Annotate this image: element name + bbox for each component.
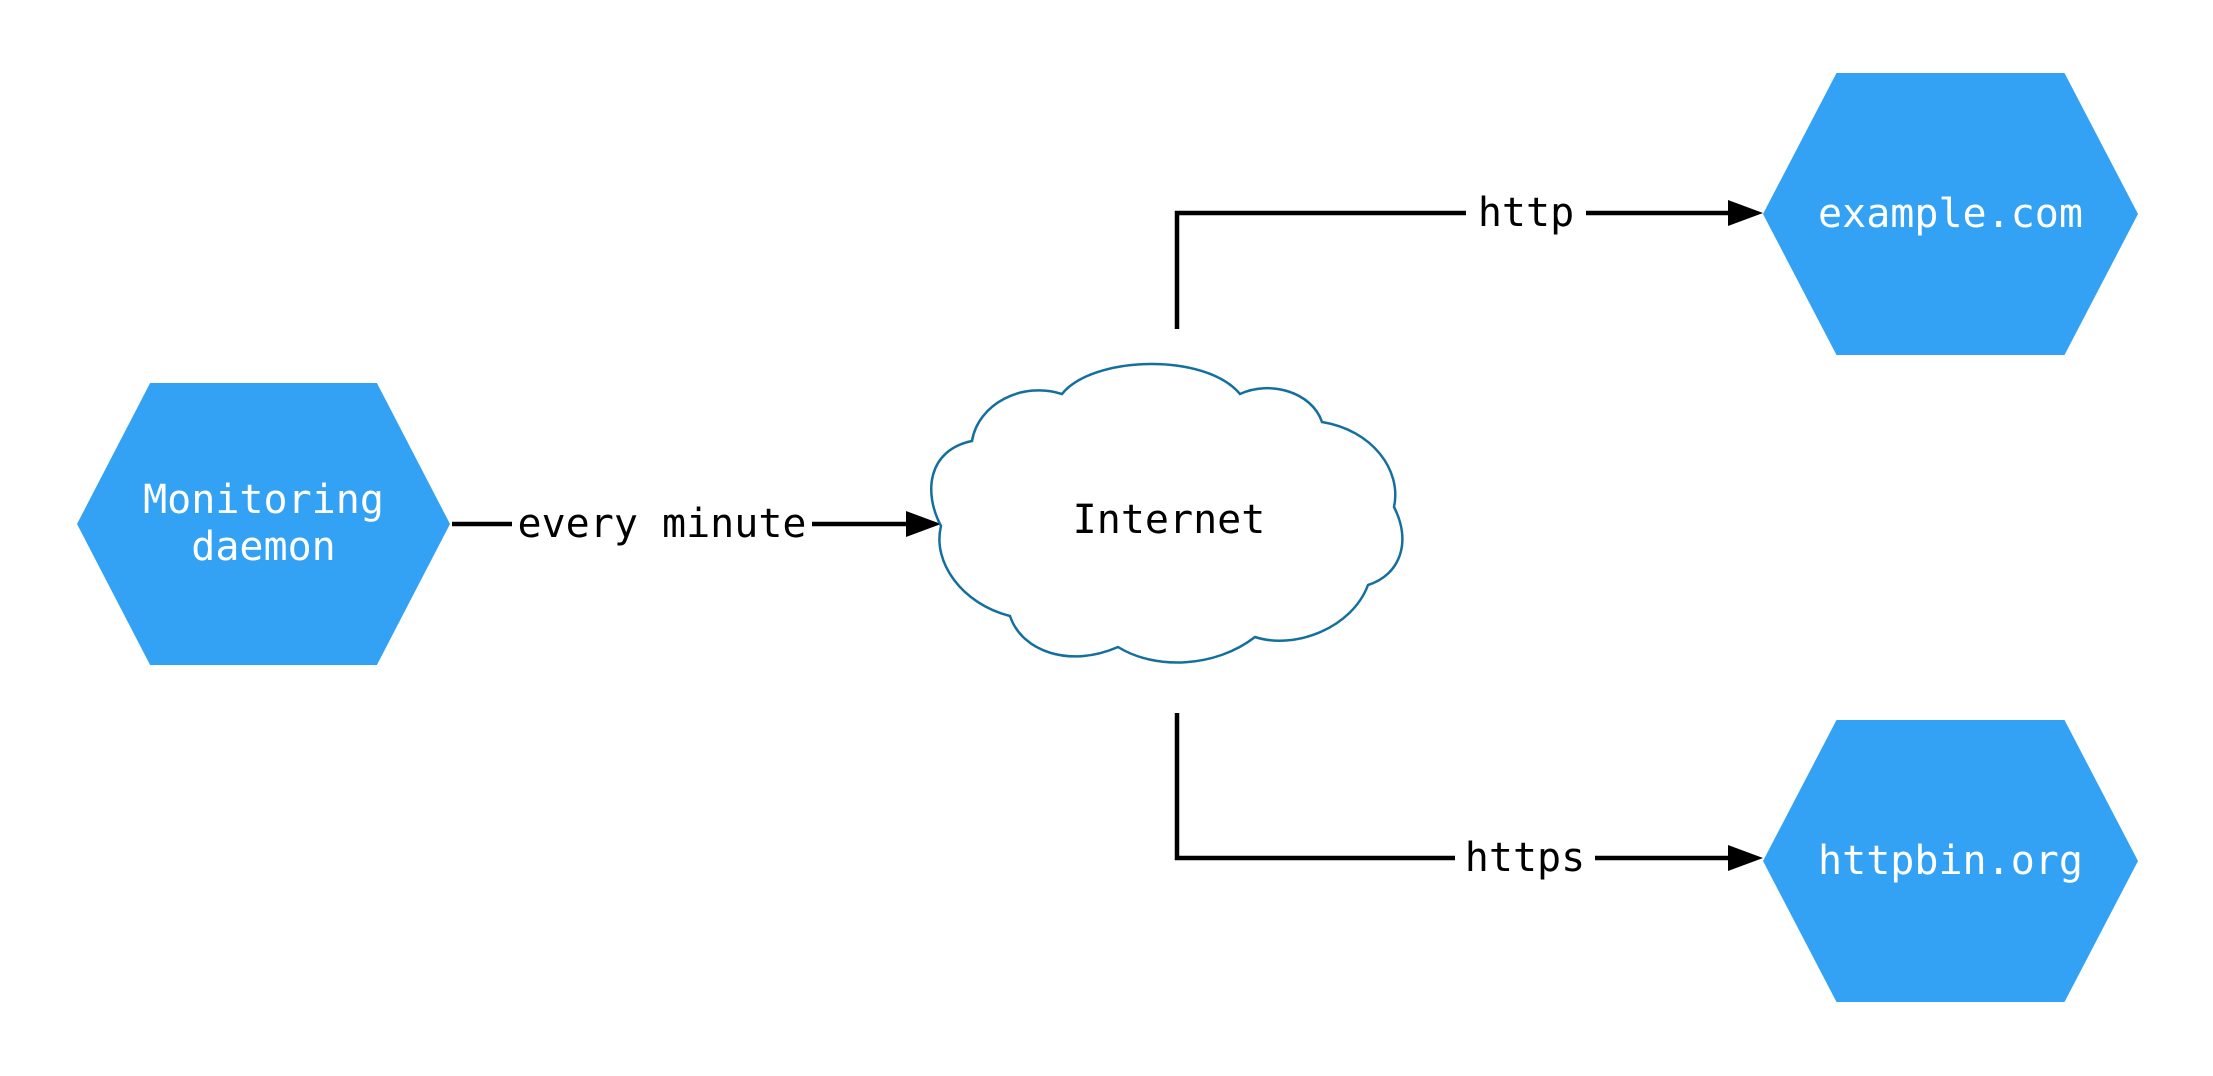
node-label: httpbin.org (1818, 837, 2083, 884)
cloud-icon (930, 362, 1404, 664)
edge-http-line (1174, 210, 1728, 329)
node-example-com: example.com (1763, 73, 2138, 355)
node-label: example.com (1818, 190, 2083, 237)
edge-https-line (1174, 713, 1728, 861)
edge-label-https: https (1455, 834, 1595, 882)
node-monitoring-daemon: Monitoring daemon (77, 383, 450, 665)
arrowhead-icon (1728, 845, 1763, 871)
edge-label-http: http (1466, 189, 1586, 237)
arrowhead-icon (1728, 200, 1763, 226)
arrowhead-icon (906, 511, 941, 537)
node-label: Monitoring daemon (143, 477, 384, 570)
node-internet-label: Internet (1072, 497, 1266, 543)
node-httpbin-org: httpbin.org (1763, 720, 2138, 1002)
edge-label-every-minute: every minute (512, 500, 812, 548)
